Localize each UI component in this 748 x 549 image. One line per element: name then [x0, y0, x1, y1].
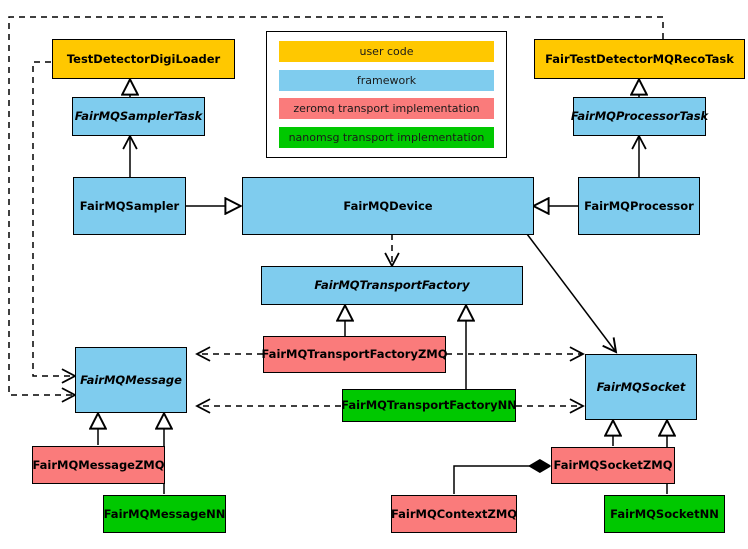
- legend-item-user-code: user code: [279, 41, 494, 62]
- class-box-fair-test-detector-mq-reco-task[interactable]: FairTestDetectorMQRecoTask: [534, 39, 745, 79]
- class-box-fairmq-processor[interactable]: FairMQProcessor: [578, 177, 700, 235]
- class-label-fairmq-transport-factory: FairMQTransportFactory: [314, 278, 470, 293]
- legend-item-framework: framework: [279, 69, 494, 91]
- class-box-fairmq-message[interactable]: FairMQMessage: [75, 347, 187, 413]
- legend-label-nanomsg: nanomsg transport implementation: [288, 130, 485, 144]
- legend-label-zeromq: zeromq transport implementation: [293, 102, 480, 116]
- legend-label-user-code: user code: [359, 45, 414, 58]
- edge-socketzmq-contextzmq: [453, 466, 549, 494]
- class-label-fairmq-context-zmq: FairMQContextZMQ: [390, 506, 518, 521]
- legend-box: user code framework zeromq transport imp…: [266, 31, 507, 158]
- edge-device-socket: [526, 233, 618, 354]
- class-label-fairmq-device: FairMQDevice: [343, 198, 433, 213]
- class-label-fairmq-message-zmq: FairMQMessageZMQ: [32, 457, 165, 472]
- class-label-fairmq-socket-zmq: FairMQSocketZMQ: [553, 458, 673, 473]
- legend-label-framework: framework: [356, 73, 417, 87]
- class-label-fairmq-processor: FairMQProcessor: [584, 198, 694, 213]
- class-box-fairmq-socket[interactable]: FairMQSocket: [585, 354, 697, 420]
- edge-recotask-message: [8, 16, 664, 403]
- class-box-fairmq-message-nn[interactable]: FairMQMessageNN: [103, 495, 226, 533]
- class-label-fairmq-processor-task: FairMQProcessorTask: [570, 109, 709, 124]
- legend-item-zeromq: zeromq transport implementation: [279, 98, 494, 120]
- class-label-fairmq-message-nn: FairMQMessageNN: [103, 506, 226, 521]
- class-box-fairmq-device[interactable]: FairMQDevice: [242, 177, 534, 235]
- class-box-fairmq-processor-task[interactable]: FairMQProcessorTask: [571, 97, 708, 136]
- class-label-fairmq-sampler: FairMQSampler: [79, 198, 180, 213]
- class-box-fairmq-socket-zmq[interactable]: FairMQSocketZMQ: [551, 447, 675, 484]
- class-box-fairmq-transport-factory-zmq[interactable]: FairMQTransportFactoryZMQ: [262, 336, 448, 373]
- class-label-fairmq-socket-nn: FairMQSocketNN: [610, 506, 719, 521]
- class-box-fairmq-sampler-task[interactable]: FairMQSamplerTask: [72, 97, 205, 136]
- class-box-fairmq-sampler[interactable]: FairMQSampler: [73, 177, 186, 235]
- class-label-fairmq-transport-factory-nn: FairMQTransportFactoryNN: [341, 398, 517, 413]
- class-box-fairmq-socket-nn[interactable]: FairMQSocketNN: [604, 495, 725, 533]
- legend-item-nanomsg: nanomsg transport implementation: [279, 126, 494, 148]
- class-box-test-detector-digi-loader[interactable]: TestDetectorDigiLoader: [52, 39, 235, 79]
- class-label-fairmq-transport-factory-zmq: FairMQTransportFactoryZMQ: [261, 347, 448, 362]
- class-label-fairmq-sampler-task: FairMQSamplerTask: [74, 109, 203, 124]
- edge-digiloader-message: [32, 61, 77, 384]
- class-label-fair-test-detector-mq-reco-task: FairTestDetectorMQRecoTask: [545, 51, 734, 66]
- class-box-fairmq-transport-factory-nn[interactable]: FairMQTransportFactoryNN: [341, 389, 517, 422]
- class-label-test-detector-digi-loader: TestDetectorDigiLoader: [66, 51, 221, 66]
- class-box-fairmq-transport-factory[interactable]: FairMQTransportFactory: [261, 266, 523, 305]
- class-box-fairmq-message-zmq[interactable]: FairMQMessageZMQ: [32, 446, 165, 484]
- class-label-fairmq-message: FairMQMessage: [80, 372, 182, 387]
- class-box-fairmq-context-zmq[interactable]: FairMQContextZMQ: [391, 495, 517, 533]
- class-label-fairmq-socket: FairMQSocket: [596, 379, 686, 394]
